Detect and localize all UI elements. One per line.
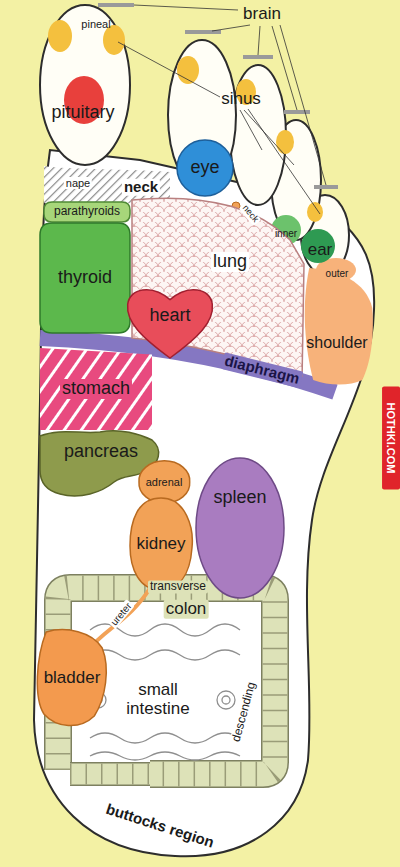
organ-label: pancreas (62, 442, 140, 462)
zone-label: nape (64, 177, 92, 189)
leader-lines (118, 5, 326, 214)
organ-shape (196, 458, 284, 598)
ear-zone (301, 229, 335, 263)
organ-outline (37, 630, 106, 726)
zone-label: small intestine (110, 681, 206, 718)
zone-label: inner (273, 228, 299, 239)
organ-label: kidney (134, 535, 187, 554)
organ-label: stomach (60, 379, 132, 399)
watermark: HOTHKI.COM (382, 387, 400, 490)
organ-outline (305, 268, 373, 385)
organ-outline (40, 348, 152, 430)
organ-zone: lung (128, 192, 308, 386)
organ-label: parathyroids (52, 205, 122, 218)
zone-label: ureter (107, 599, 135, 629)
organ-outline (196, 458, 284, 598)
organ-outline (44, 202, 130, 222)
zone-label: brain (241, 5, 283, 24)
organ-outline (177, 140, 233, 196)
organ-label: shoulder (304, 334, 369, 352)
organ-zone: shoulder (299, 268, 374, 386)
organ-outline (128, 290, 213, 358)
organ-label: spleen (211, 488, 268, 508)
organ-label: thyroid (56, 268, 114, 288)
organ-zone: spleen (196, 458, 284, 598)
intestine-swirls (90, 624, 240, 760)
zone-label: neck (122, 179, 160, 196)
organ-zone: kidney (128, 498, 194, 590)
organ-outline (130, 498, 192, 590)
organ-label: heart (147, 306, 192, 326)
organ-label: eye (188, 158, 221, 178)
toe-bars (98, 3, 338, 189)
zone-label: pituitary (49, 103, 116, 123)
zone-label: descending (229, 679, 259, 746)
zone-label: colon (164, 600, 209, 619)
organ-outline (40, 223, 130, 333)
organ-label: lung (211, 252, 249, 272)
organ-outline (139, 461, 190, 504)
organ-zone: heart (124, 282, 216, 362)
zone-label: outer (324, 268, 351, 279)
organ-zone: bladder (36, 628, 108, 728)
zone-label: transverse (148, 580, 208, 593)
organ-zone: stomach (40, 340, 152, 430)
organ-shape (128, 192, 308, 386)
hatch-zone (44, 166, 170, 203)
organ-zone: thyroid (40, 223, 130, 333)
zone-label: pineal (79, 18, 112, 30)
zone-label: ear (306, 241, 335, 260)
organ-label: adrenal (144, 476, 185, 488)
organ-zone: eye (177, 140, 233, 196)
ureter-line (88, 588, 150, 650)
organ-zone: parathyroids (44, 202, 130, 222)
organ-shape (299, 268, 374, 386)
foot-outline (34, 150, 374, 856)
organ-label: bladder (42, 669, 103, 688)
zone-label: buttocks region (102, 800, 218, 852)
organ-zone: adrenal (139, 462, 190, 502)
zone-label: sinus (219, 90, 263, 109)
